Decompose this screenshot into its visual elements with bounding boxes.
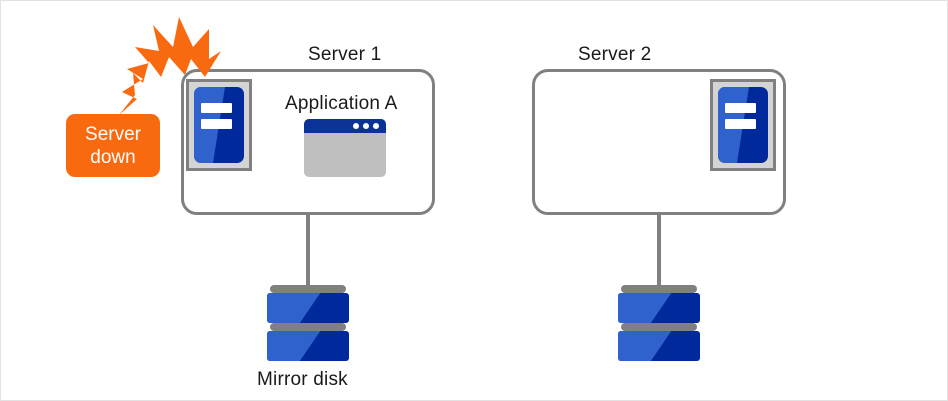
server-machine-icon [710, 79, 776, 171]
server-down-line-1: Server [85, 123, 141, 145]
connector-server2-to-disk [657, 215, 661, 287]
explosion-burst-icon [119, 17, 221, 115]
server-icon-bar-1 [200, 102, 232, 113]
server-icon-bar-1 [724, 102, 756, 113]
disk-bar-middle [621, 323, 697, 331]
disk-block-2 [618, 331, 700, 361]
server-machine-icon [186, 79, 252, 171]
disk-block-1 [267, 293, 349, 323]
disk-bar-top [621, 285, 697, 293]
disk-stack-icon-left [267, 285, 349, 365]
window-dot-1 [353, 123, 359, 129]
server1-title: Server 1 [308, 44, 382, 65]
application-window-icon [304, 119, 386, 177]
disk-bar-top [270, 285, 346, 293]
application-a-label: Application A [285, 93, 398, 114]
server-icon-bar-2 [200, 118, 232, 129]
server-down-line-2: down [90, 146, 136, 168]
server-icon-bar-2 [724, 118, 756, 129]
burst-shape [119, 17, 221, 115]
mirror-disk-label: Mirror disk [257, 369, 348, 390]
server2-title: Server 2 [578, 44, 652, 65]
server-down-badge: Server down [66, 114, 160, 177]
server-icon-body [718, 87, 768, 163]
window-dot-2 [363, 123, 369, 129]
window-dot-3 [373, 123, 379, 129]
disk-bar-middle [270, 323, 346, 331]
disk-block-1 [618, 293, 700, 323]
server-icon-body [194, 87, 244, 163]
connector-server1-to-disk [306, 215, 310, 287]
disk-stack-icon-right [618, 285, 700, 365]
application-window-titlebar [304, 119, 386, 133]
disk-block-2 [267, 331, 349, 361]
